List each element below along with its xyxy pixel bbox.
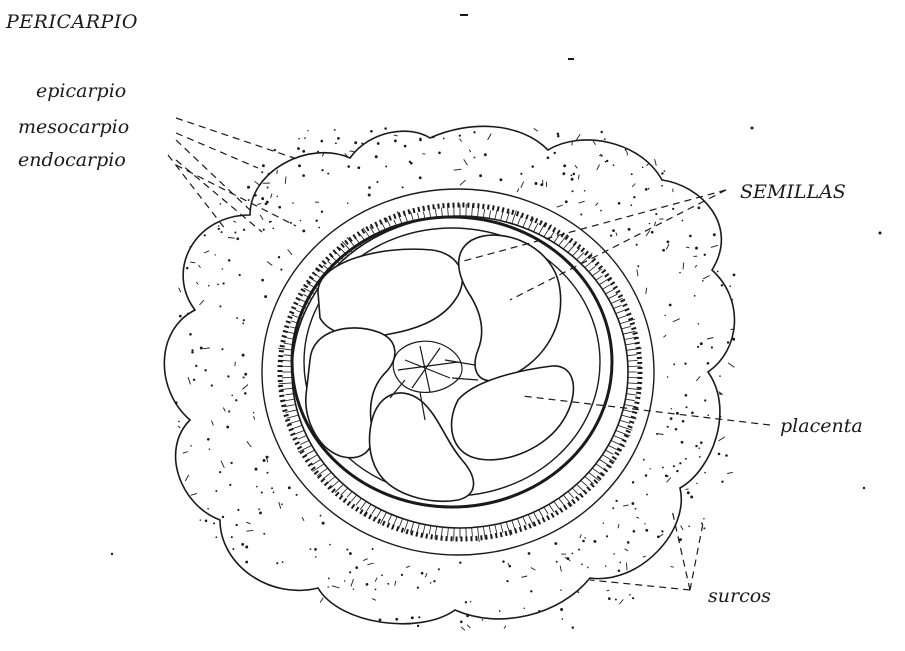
leader-grooves-c <box>690 518 704 590</box>
label-seeds: SEMILLAS <box>740 181 846 203</box>
epicarp-lobed-outline <box>164 126 734 623</box>
label-epicarp: epicarpio <box>36 80 126 102</box>
seeds-group <box>306 235 574 501</box>
leader-epicarp <box>176 118 300 160</box>
leader-mesocarp-a <box>176 133 258 168</box>
label-mesocarp: mesocarpio <box>18 116 129 138</box>
leader-seeds-a <box>460 190 726 262</box>
label-grooves: surcos <box>708 585 771 607</box>
label-endocarp: endocarpio <box>18 149 126 171</box>
diagram-title: PERICARPIO <box>5 11 138 33</box>
label-placenta: placenta <box>780 415 863 437</box>
seed-right <box>452 366 574 460</box>
leader-grooves-b <box>590 580 690 590</box>
leader-mesocarp-b <box>176 140 250 210</box>
seed-top-right <box>459 235 561 381</box>
leader-endocarp-a <box>168 155 226 230</box>
leader-grooves-a <box>672 510 690 590</box>
